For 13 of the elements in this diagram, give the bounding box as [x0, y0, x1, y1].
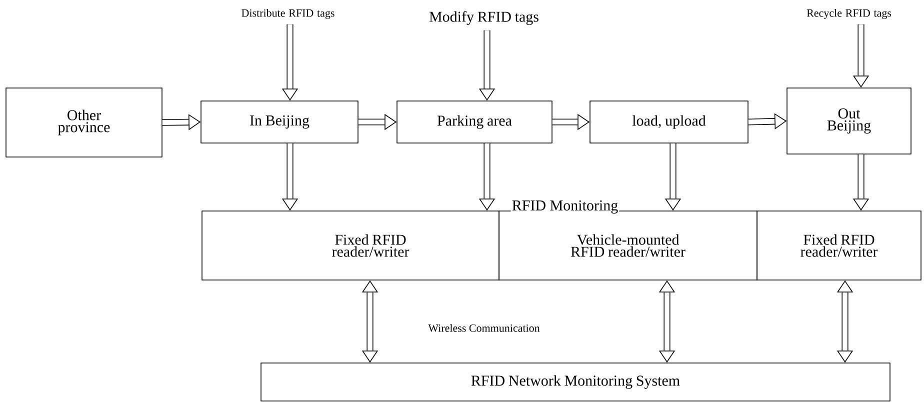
- process-box: Out Beijing: [786, 88, 912, 154]
- process-box: In Beijing: [200, 100, 358, 144]
- node-label: Distribute RFID tags: [242, 9, 334, 19]
- process-box: RFID Network Monitoring System: [260, 362, 890, 402]
- process-box: Fixed RFID reader/writer: [756, 210, 922, 280]
- annotation: Wireless Communication: [427, 323, 541, 333]
- annotation: RFID Monitoring: [510, 199, 620, 215]
- process-box: Other province: [6, 88, 162, 158]
- process-box: Fixed RFID reader/writer: [202, 210, 500, 280]
- process-box: load, upload: [590, 100, 748, 144]
- node-label: Modify RFID tags: [429, 11, 538, 25]
- process-box: Parking area: [396, 100, 552, 144]
- node-label: Recycle RFID tags: [806, 9, 892, 19]
